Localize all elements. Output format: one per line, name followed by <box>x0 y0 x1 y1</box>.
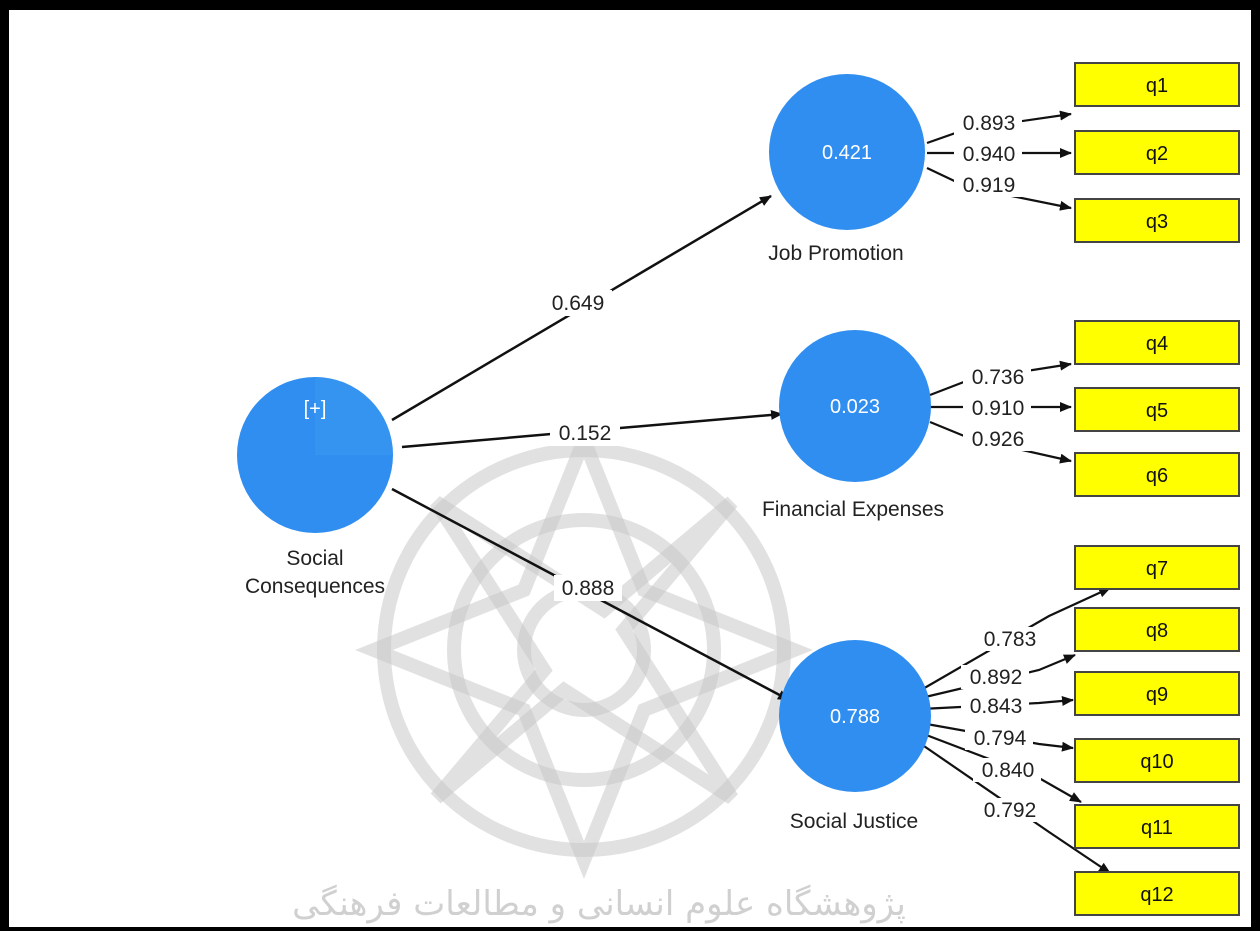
indicator-q3[interactable]: q3 <box>1074 198 1240 243</box>
svg-text:q6: q6 <box>1146 465 1168 487</box>
indicator-q7[interactable]: q7 <box>1074 545 1240 590</box>
r2-job-promotion: 0.421 <box>822 142 872 164</box>
loading-label-q4: 0.736 <box>972 366 1025 389</box>
svg-text:q5: q5 <box>1146 400 1168 422</box>
svg-text:q1: q1 <box>1146 75 1168 97</box>
loading-label-q3: 0.919 <box>963 174 1016 197</box>
indicator-q1[interactable]: q1 <box>1074 62 1240 107</box>
indicator-q11[interactable]: q11 <box>1074 804 1240 849</box>
construct-name-social-consequences-line1: Social <box>286 547 343 570</box>
svg-text:q7: q7 <box>1146 558 1168 580</box>
svg-text:q8: q8 <box>1146 620 1168 642</box>
path-coef-job-promotion: 0.649 <box>552 292 605 315</box>
path-coef-social-justice: 0.888 <box>562 577 615 600</box>
loading-label-q9: 0.843 <box>970 695 1023 718</box>
svg-text:q10: q10 <box>1140 751 1173 773</box>
watermark-text: پژوهشگاه علوم انسانی و مطالعات فرهنگی <box>292 884 906 924</box>
svg-text:q12: q12 <box>1140 884 1173 906</box>
loading-label-q11: 0.840 <box>982 759 1035 782</box>
construct-financial-expenses[interactable]: 0.023 <box>779 330 931 482</box>
indicator-q5[interactable]: q5 <box>1074 387 1240 432</box>
indicator-q12[interactable]: q12 <box>1074 871 1240 916</box>
indicator-q4[interactable]: q4 <box>1074 320 1240 365</box>
construct-name-financial-expenses: Financial Expenses <box>762 498 944 521</box>
indicator-q10[interactable]: q10 <box>1074 738 1240 783</box>
watermark-emblem <box>355 421 813 879</box>
indicator-q6[interactable]: q6 <box>1074 452 1240 497</box>
r2-social-justice: 0.788 <box>830 706 880 728</box>
loading-label-q7: 0.783 <box>984 628 1037 651</box>
loading-label-q6: 0.926 <box>972 428 1025 451</box>
loading-label-q10: 0.794 <box>974 727 1027 750</box>
loading-label-q2: 0.940 <box>963 143 1016 166</box>
svg-text:q9: q9 <box>1146 684 1168 706</box>
construct-name-social-justice: Social Justice <box>790 810 918 833</box>
expand-badge[interactable]: [+] <box>304 398 327 420</box>
construct-name-job-promotion: Job Promotion <box>768 242 903 265</box>
loading-label-q12: 0.792 <box>984 799 1037 822</box>
svg-text:q3: q3 <box>1146 211 1168 233</box>
construct-name-social-consequences-line2: Consequences <box>245 575 385 598</box>
svg-text:q2: q2 <box>1146 143 1168 165</box>
pls-path-diagram: پژوهشگاه علوم انسانی و مطالعات فرهنگی 0.… <box>237 62 1240 924</box>
svg-text:q4: q4 <box>1146 333 1168 355</box>
path-coef-financial-expenses: 0.152 <box>559 422 612 445</box>
indicator-q9[interactable]: q9 <box>1074 671 1240 716</box>
loading-label-q1: 0.893 <box>963 112 1016 135</box>
loading-arrow-q8 <box>920 653 1076 700</box>
loading-arrow-q9 <box>920 695 1074 711</box>
svg-text:q11: q11 <box>1141 817 1173 839</box>
indicator-q2[interactable]: q2 <box>1074 130 1240 175</box>
construct-job-promotion[interactable]: 0.421 <box>769 74 925 230</box>
loading-label-q8: 0.892 <box>970 666 1023 689</box>
loading-label-q5: 0.910 <box>972 397 1025 420</box>
r2-financial-expenses: 0.023 <box>830 396 880 418</box>
construct-social-justice[interactable]: 0.788 <box>779 640 931 792</box>
construct-social-consequences[interactable]: [+] <box>237 377 393 533</box>
loading-arrow-q10 <box>920 721 1074 752</box>
indicator-q8[interactable]: q8 <box>1074 607 1240 652</box>
loading-arrow-q12 <box>920 743 1111 874</box>
